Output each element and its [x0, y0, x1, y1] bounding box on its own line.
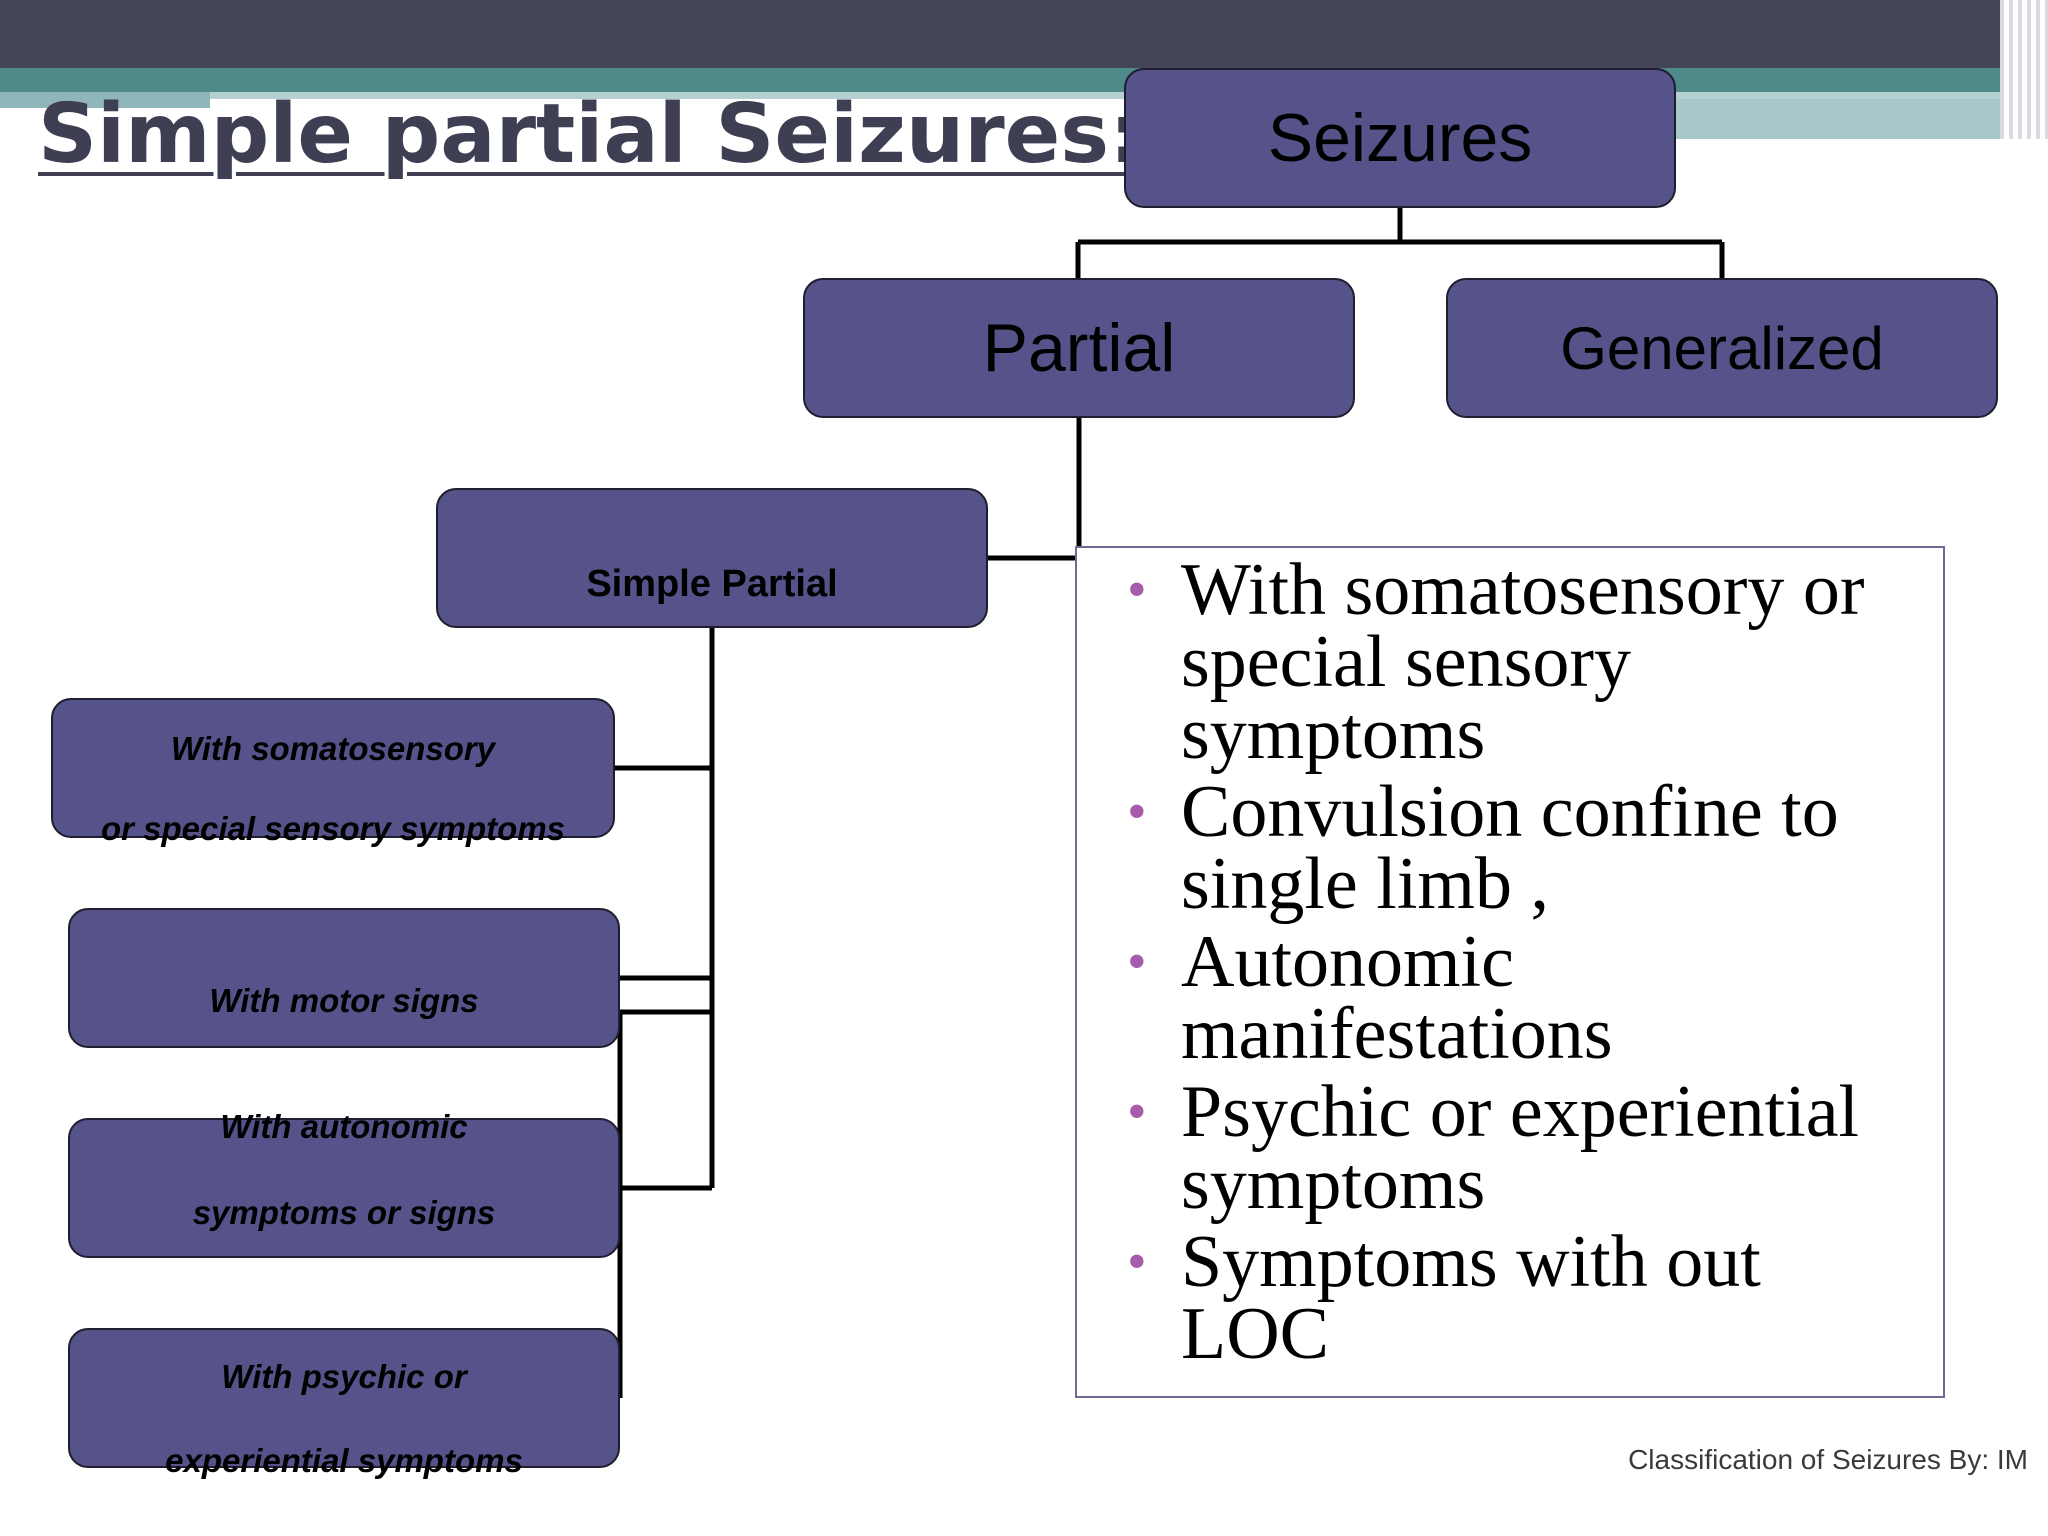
bullet-item: Symptoms with out LOC [1127, 1225, 1923, 1371]
header-bar [0, 0, 2048, 68]
subtype-label-line2: symptoms or signs [192, 1194, 496, 1231]
subtype-label-line1: With autonomic [220, 1108, 468, 1145]
bullet-list: With somatosensory or special sensory sy… [1127, 553, 1923, 1371]
bullet-item: Autonomic manifestations [1127, 925, 1923, 1071]
node-subtype-somatosensory: With somatosensory or special sensory sy… [51, 698, 615, 847]
node-subtype-psychic: With psychic or experiential symptoms [68, 1328, 620, 1479]
corner-decoration [2000, 0, 2048, 139]
header-accent-left [0, 92, 210, 108]
slide-footer: Classification of Seizures By: IM [1628, 1444, 2028, 1475]
node-generalized: Generalized [1446, 278, 1998, 418]
node-simple-partial: Simple Partial [436, 488, 988, 628]
slide-title: Simple partial Seizures:- [38, 87, 1176, 182]
node-simple-partial-label: Simple Partial [586, 563, 838, 605]
header-accent-right [1672, 99, 2048, 139]
header-stripe-light [0, 92, 2048, 99]
bullet-item: Convulsion confine to single limb , [1127, 775, 1923, 921]
bullet-panel: With somatosensory or special sensory sy… [1075, 546, 1945, 1398]
subtype-label-line1: With psychic or [221, 1358, 467, 1395]
subtype-label-line1: With motor signs [209, 982, 479, 1019]
subtype-label-line2: experiential symptoms [165, 1442, 523, 1479]
connector-partial-simple [988, 418, 1082, 561]
bullet-item: Psychic or experiential symptoms [1127, 1075, 1923, 1221]
bullet-item: With somatosensory or special sensory sy… [1127, 553, 1923, 771]
node-subtype-motor: With motor signs [68, 908, 620, 1048]
node-generalized-label: Generalized [1560, 314, 1884, 382]
subtype-label-line2: or special sensory symptoms [100, 810, 566, 847]
connector-subtype-4 [617, 1009, 712, 1398]
subtype-label-line1: With somatosensory [170, 730, 496, 767]
connector-root [1075, 208, 1725, 278]
node-seizures: Seizures [1124, 68, 1676, 208]
header-stripe [0, 68, 2048, 92]
node-partial-label: Partial [982, 310, 1176, 386]
node-seizures-label: Seizures [1267, 100, 1533, 176]
node-partial: Partial [803, 278, 1355, 418]
node-subtype-autonomic: With autonomic symptoms or signs [68, 1108, 620, 1258]
